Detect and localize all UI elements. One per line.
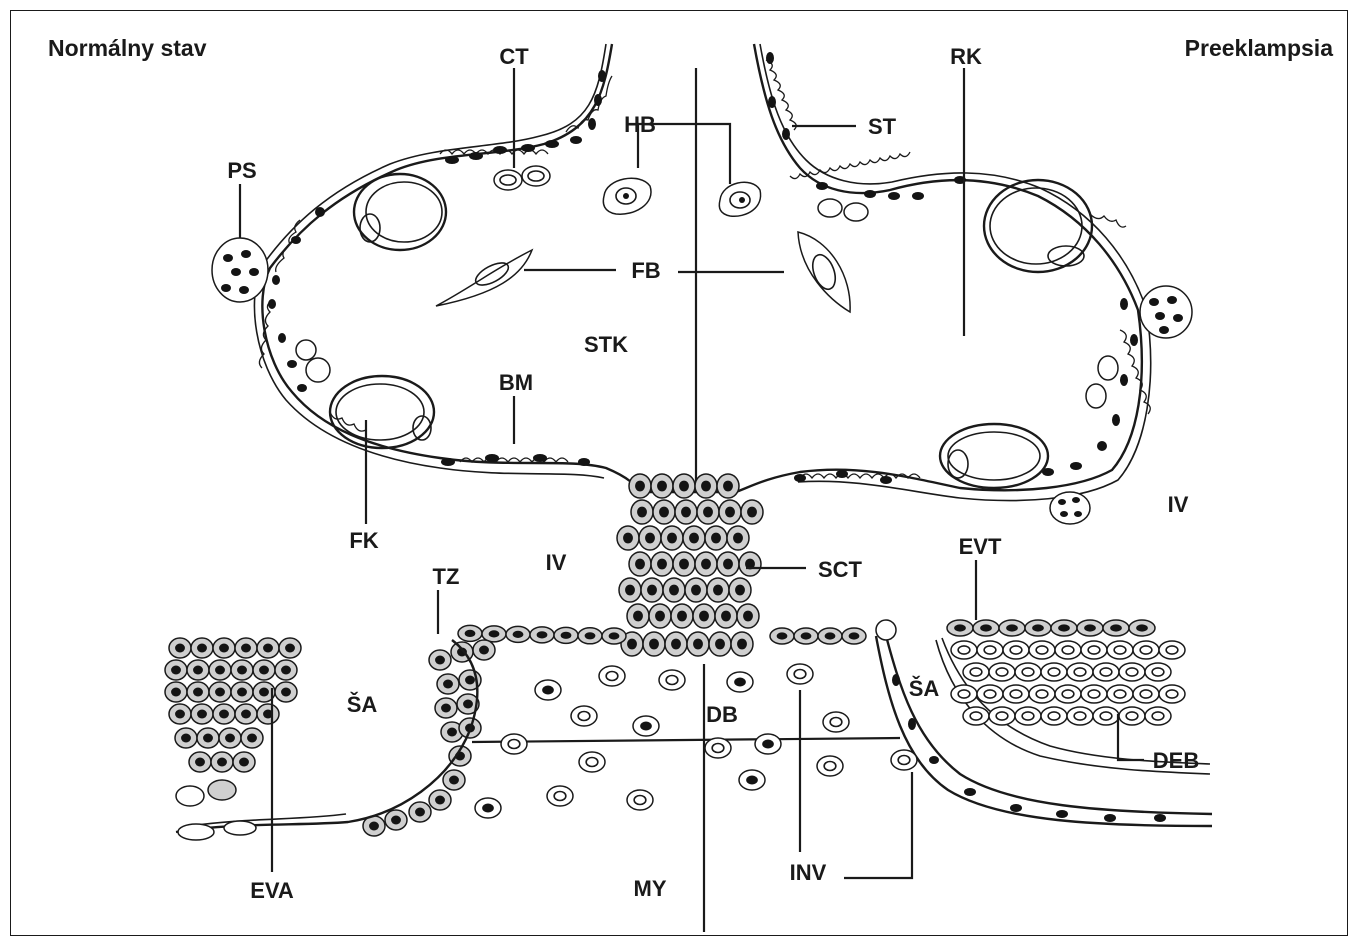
label-ps: PS xyxy=(227,158,256,183)
label-eva: EVA xyxy=(250,878,294,903)
label-sa-right: ŠA xyxy=(909,676,940,701)
label-bm: BM xyxy=(499,370,533,395)
leader-lines xyxy=(240,68,1144,878)
label-st: ST xyxy=(868,114,897,139)
label-sct: SCT xyxy=(818,557,863,582)
title-preeclampsia: Preeklampsia xyxy=(1185,35,1334,61)
syncytial-nuclei xyxy=(268,52,1138,484)
label-hb: HB xyxy=(624,112,656,137)
label-iv-left: IV xyxy=(546,550,567,575)
label-my: MY xyxy=(634,876,667,901)
label-db: DB xyxy=(706,702,738,727)
cell-column xyxy=(617,474,763,656)
extravillous-trophoblast-block xyxy=(947,620,1185,725)
syncytial-knot-left xyxy=(212,238,268,302)
fetal-capillaries xyxy=(330,174,1092,488)
label-iv-right: IV xyxy=(1168,492,1189,517)
endovascular-trophoblast-cluster xyxy=(165,638,301,772)
label-stk: STK xyxy=(584,332,628,357)
label-ct: CT xyxy=(499,44,529,69)
label-sa-left: ŠA xyxy=(347,692,378,717)
label-rk: RK xyxy=(950,44,982,69)
hofbauer-cells xyxy=(603,178,760,216)
label-evt: EVT xyxy=(959,534,1002,559)
label-deb: DEB xyxy=(1153,748,1199,773)
label-fb: FB xyxy=(631,258,660,283)
syncytial-knot-right xyxy=(1140,286,1192,338)
cytotrophoblast-cells xyxy=(296,166,1118,408)
label-fk: FK xyxy=(349,528,378,553)
syncytial-knot-bottom-right xyxy=(1050,492,1090,524)
title-normal: Normálny stav xyxy=(48,35,207,61)
label-tz: TZ xyxy=(433,564,460,589)
label-inv: INV xyxy=(790,860,827,885)
decidua-boundary-line xyxy=(472,738,900,742)
